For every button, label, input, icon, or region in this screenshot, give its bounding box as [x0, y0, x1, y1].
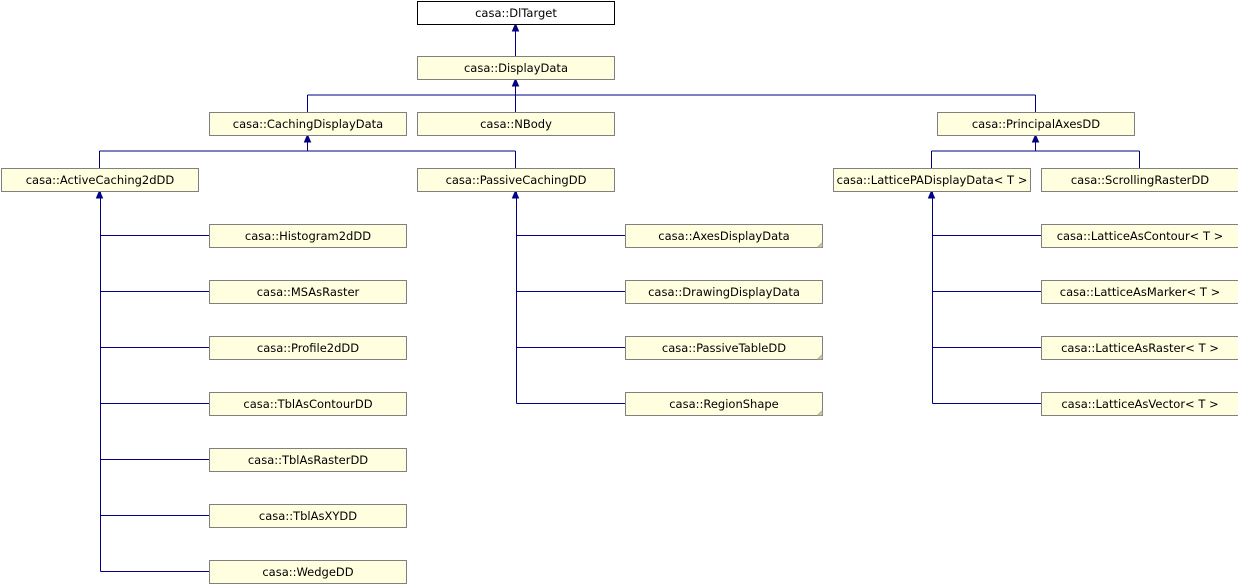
class-label: casa::ScrollingRasterDD: [1071, 173, 1209, 187]
class-node-dltarget[interactable]: casa::DlTarget: [417, 1, 615, 25]
class-node-latticeasmarker[interactable]: casa::LatticeAsMarker< T >: [1041, 280, 1238, 304]
class-node-latticeascontour[interactable]: casa::LatticeAsContour< T >: [1041, 224, 1238, 248]
class-node-msasraster[interactable]: casa::MSAsRaster: [209, 280, 407, 304]
class-label: casa::LatticeAsVector< T >: [1061, 397, 1218, 411]
class-label: casa::NBody: [480, 117, 552, 131]
class-label: casa::PassiveTableDD: [662, 341, 786, 355]
class-node-histogram2ddd[interactable]: casa::Histogram2dDD: [209, 224, 407, 248]
class-label: casa::AxesDisplayData: [658, 229, 789, 243]
fold-corner-icon: [816, 353, 823, 360]
class-box: [209, 504, 407, 528]
class-node-regionshape[interactable]: casa::RegionShape: [625, 392, 823, 416]
class-label: casa::LatticeAsContour< T >: [1057, 229, 1224, 243]
class-box: [937, 112, 1135, 136]
class-node-displaydata[interactable]: casa::DisplayData: [417, 56, 615, 80]
class-node-passivecachingdd[interactable]: casa::PassiveCachingDD: [417, 168, 615, 192]
class-label: casa::TblAsXYDD: [259, 509, 357, 523]
class-label: casa::RegionShape: [669, 397, 779, 411]
class-label: casa::DrawingDisplayData: [648, 285, 800, 299]
class-node-tblascontourdd[interactable]: casa::TblAsContourDD: [209, 392, 407, 416]
class-box: [417, 56, 615, 80]
class-node-activecaching2ddd[interactable]: casa::ActiveCaching2dDD: [1, 168, 199, 192]
class-node-tblasrasterdd[interactable]: casa::TblAsRasterDD: [209, 448, 407, 472]
activecaching2ddd-inheritance-arrow: [95, 189, 104, 199]
class-box: [1041, 168, 1238, 192]
class-node-latticeasvector[interactable]: casa::LatticeAsVector< T >: [1041, 392, 1238, 416]
principalaxesdd-inheritance-arrow: [1031, 133, 1040, 143]
class-node-latticepadisplaydata[interactable]: casa::LatticePADisplayData< T >: [833, 168, 1031, 192]
fold-corner-icon: [816, 409, 823, 416]
class-box: [209, 280, 407, 304]
class-label: casa::LatticeAsRaster< T >: [1061, 341, 1219, 355]
class-box: [625, 392, 823, 416]
class-node-wedgedd[interactable]: casa::WedgeDD: [209, 560, 407, 584]
class-node-passivetabledd[interactable]: casa::PassiveTableDD: [625, 336, 823, 360]
class-box: [1041, 392, 1238, 416]
class-box: [209, 448, 407, 472]
class-box: [209, 112, 407, 136]
class-box: [417, 112, 615, 136]
class-label: casa::WedgeDD: [262, 565, 353, 579]
class-node-cachingdisplaydata[interactable]: casa::CachingDisplayData: [209, 112, 407, 136]
class-label: casa::Profile2dDD: [257, 341, 359, 355]
class-box: [625, 224, 823, 248]
class-box: [209, 336, 407, 360]
class-box: [1041, 224, 1238, 248]
class-node-drawingdisplaydata[interactable]: casa::DrawingDisplayData: [625, 280, 823, 304]
class-label: casa::DlTarget: [475, 6, 557, 20]
class-label: casa::LatticeAsMarker< T >: [1060, 285, 1220, 299]
class-label: casa::PrincipalAxesDD: [972, 117, 1100, 131]
passivecachingdd-inheritance-arrow: [511, 189, 520, 199]
class-label: casa::TblAsRasterDD: [248, 453, 368, 467]
class-label: casa::MSAsRaster: [257, 285, 360, 299]
class-box: [1041, 336, 1238, 360]
class-box: [1, 168, 199, 192]
class-box: [209, 392, 407, 416]
class-label: casa::PassiveCachingDD: [446, 173, 587, 187]
class-node-nbody[interactable]: casa::NBody: [417, 112, 615, 136]
class-label: casa::TblAsContourDD: [243, 397, 372, 411]
cachingdisplaydata-inheritance-arrow: [303, 133, 312, 143]
class-box: [625, 336, 823, 360]
class-node-scrollingrasterdd[interactable]: casa::ScrollingRasterDD: [1041, 168, 1238, 192]
class-node-latticeasraster[interactable]: casa::LatticeAsRaster< T >: [1041, 336, 1238, 360]
class-label: casa::LatticePADisplayData< T >: [837, 173, 1028, 187]
class-box: [1041, 280, 1238, 304]
latticepadisplaydata-inheritance-arrow: [927, 189, 936, 199]
class-label: casa::ActiveCaching2dDD: [26, 173, 175, 187]
fold-corner-icon: [816, 241, 823, 248]
inheritance-edges: [95, 22, 1140, 572]
class-node-tblasxydd[interactable]: casa::TblAsXYDD: [209, 504, 407, 528]
dltarget-inheritance-arrow: [511, 22, 520, 32]
class-box: [417, 168, 615, 192]
class-box: [625, 280, 823, 304]
class-label: casa::Histogram2dDD: [245, 229, 371, 243]
class-box: [417, 1, 615, 25]
class-node-profile2ddd[interactable]: casa::Profile2dDD: [209, 336, 407, 360]
class-node-axesdisplaydata[interactable]: casa::AxesDisplayData: [625, 224, 823, 248]
class-label: casa::DisplayData: [464, 61, 568, 75]
class-node-principalaxesdd[interactable]: casa::PrincipalAxesDD: [937, 112, 1135, 136]
class-box: [209, 224, 407, 248]
displaydata-inheritance-arrow: [511, 77, 520, 87]
class-label: casa::CachingDisplayData: [233, 117, 383, 131]
class-box: [833, 168, 1031, 192]
